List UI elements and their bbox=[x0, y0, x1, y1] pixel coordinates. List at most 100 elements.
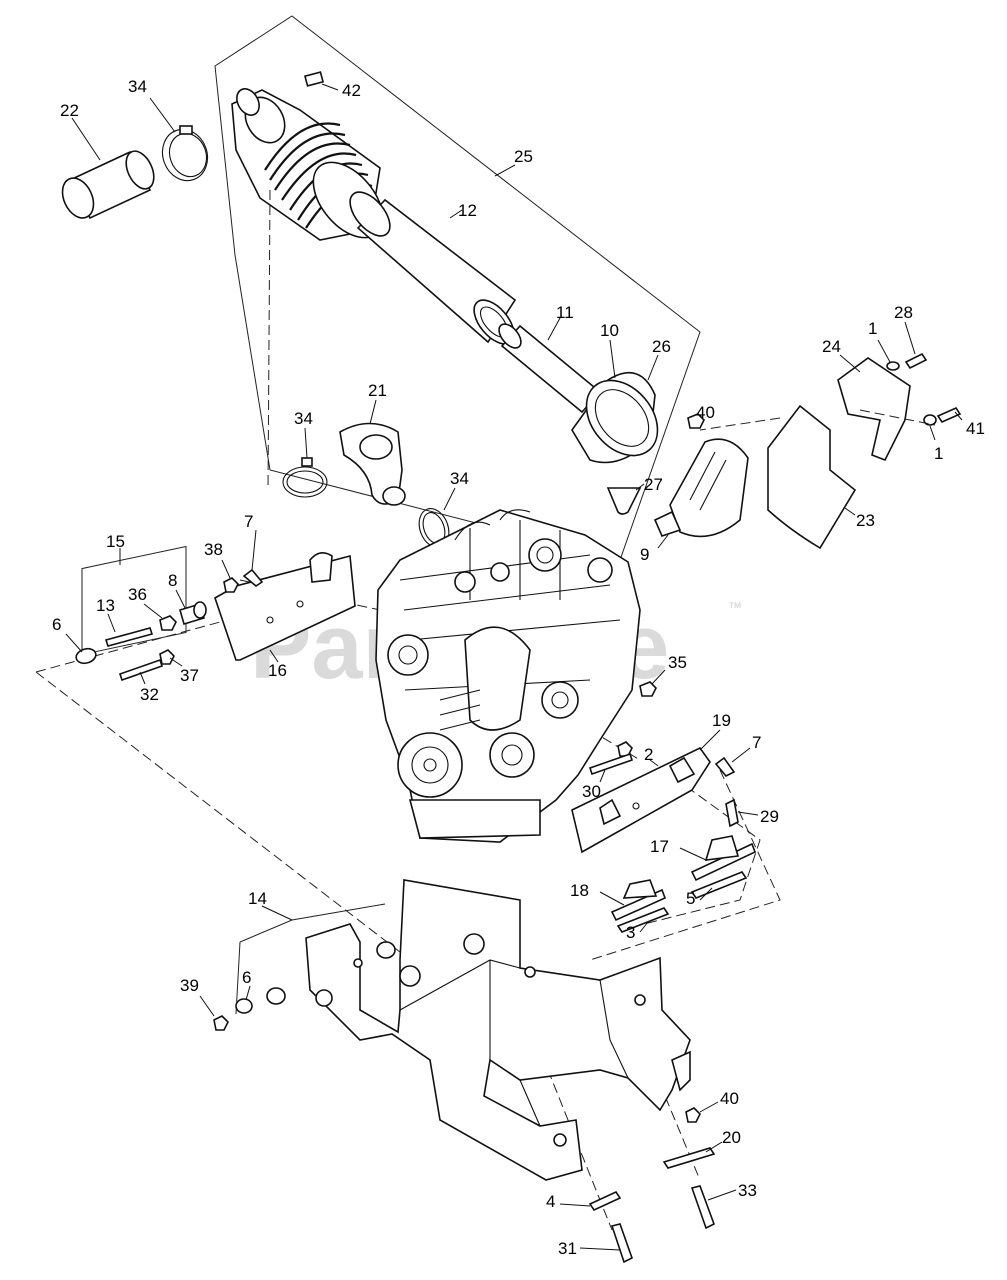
leader-39 bbox=[199, 995, 215, 1017]
callout-29: 29 bbox=[760, 807, 779, 826]
callout-31: 31 bbox=[558, 1239, 577, 1258]
part-1-washer-a bbox=[886, 361, 900, 371]
callout-21: 21 bbox=[368, 381, 387, 400]
leader-10 bbox=[609, 339, 616, 379]
part-15-group-outline bbox=[81, 545, 187, 656]
leader-29 bbox=[737, 811, 759, 816]
callout-41: 41 bbox=[966, 419, 985, 438]
leader-32 bbox=[139, 671, 146, 685]
callout-32: 32 bbox=[140, 685, 159, 704]
callout-36: 36 bbox=[128, 585, 147, 604]
part-spacer-bushing-upper bbox=[376, 941, 396, 959]
callout-27: 27 bbox=[644, 475, 663, 494]
callout-8: 8 bbox=[168, 571, 177, 590]
leader-24 bbox=[839, 354, 861, 373]
callout-9: 9 bbox=[640, 545, 649, 564]
callout-13: 13 bbox=[96, 596, 115, 615]
callout-22: 22 bbox=[60, 101, 79, 120]
leader-23 bbox=[844, 507, 856, 516]
leader-9 bbox=[657, 534, 669, 549]
part-28-bolt bbox=[904, 352, 928, 370]
part-29-bolt bbox=[725, 798, 739, 828]
callout-5: 5 bbox=[686, 889, 695, 908]
callout-17: 17 bbox=[650, 837, 669, 856]
part-19-mount-bracket bbox=[571, 746, 711, 854]
part-32-bolt bbox=[118, 658, 164, 682]
part-37-nut bbox=[159, 649, 175, 665]
part-39-nut bbox=[213, 1015, 229, 1031]
part-11-inner-filter bbox=[498, 323, 602, 414]
watermark-trademark: ™ bbox=[728, 599, 742, 615]
callout-6-left: 6 bbox=[52, 615, 61, 634]
leader-22 bbox=[71, 117, 101, 161]
leader-34c bbox=[443, 487, 456, 511]
callout-18: 18 bbox=[570, 881, 589, 900]
callout-20: 20 bbox=[722, 1128, 741, 1147]
part-36-nut bbox=[159, 615, 177, 631]
callout-33: 33 bbox=[738, 1181, 757, 1200]
part-12-filter-element bbox=[349, 191, 517, 345]
leader-20 bbox=[705, 1141, 723, 1153]
leader-34b bbox=[304, 427, 308, 459]
part-38-nut bbox=[223, 577, 239, 593]
leader-16 bbox=[269, 649, 279, 663]
part-spacer-bushing bbox=[266, 987, 286, 1005]
callout-11: 11 bbox=[556, 303, 574, 322]
part-10-end-cap bbox=[571, 371, 659, 464]
leader-1b bbox=[929, 425, 936, 441]
leader-17 bbox=[679, 847, 707, 861]
leader-5 bbox=[699, 887, 713, 901]
leader-3 bbox=[639, 921, 649, 933]
leader-4 bbox=[559, 1203, 591, 1207]
part-40-nut-lower bbox=[685, 1107, 701, 1123]
part-35-nut bbox=[639, 681, 657, 697]
leader-33 bbox=[707, 1189, 737, 1201]
part-22-intake-hose bbox=[61, 150, 155, 220]
part-8-bushing bbox=[179, 601, 207, 625]
callout-38: 38 bbox=[204, 540, 223, 559]
part-1-washer-b bbox=[923, 414, 937, 426]
dash-line-feet bbox=[619, 759, 761, 931]
leader-6a bbox=[65, 633, 83, 653]
callout-2: 2 bbox=[644, 745, 653, 764]
leader-40b bbox=[699, 1101, 719, 1113]
callout-15: 15 bbox=[106, 532, 125, 551]
part-6-washer-left bbox=[75, 647, 97, 665]
leader-14 bbox=[261, 905, 293, 921]
callout-6-right: 6 bbox=[242, 968, 251, 987]
callout-25: 25 bbox=[514, 147, 533, 166]
leader-19 bbox=[699, 729, 721, 751]
callout-10: 10 bbox=[600, 321, 619, 340]
part-6-washer-right bbox=[235, 998, 253, 1014]
leader-27 bbox=[635, 483, 645, 491]
leader-28 bbox=[904, 321, 916, 355]
part-5-shim bbox=[690, 871, 748, 899]
leader-38 bbox=[221, 559, 231, 579]
callout-37: 37 bbox=[180, 666, 199, 685]
callout-16: 16 bbox=[268, 661, 287, 680]
part-20-shim bbox=[662, 1147, 716, 1169]
part-33-bolt bbox=[690, 1185, 715, 1230]
part-27-valve bbox=[606, 487, 642, 515]
callout-40-lower: 40 bbox=[720, 1089, 739, 1108]
leader-41 bbox=[954, 411, 963, 421]
leader-6b bbox=[245, 985, 251, 1001]
callout-35: 35 bbox=[668, 653, 687, 672]
callout-30: 30 bbox=[582, 782, 601, 801]
part-18-isolator bbox=[610, 879, 667, 922]
callout-40-upper: 40 bbox=[696, 403, 715, 422]
callout-1-lower: 1 bbox=[934, 444, 943, 463]
part-42-clip bbox=[303, 71, 325, 87]
callout-24: 24 bbox=[822, 337, 841, 356]
callout-42: 42 bbox=[342, 81, 361, 100]
part-23-heat-shield bbox=[767, 404, 857, 550]
dash-line-left bbox=[35, 621, 221, 673]
part-40-nut-top bbox=[687, 413, 705, 429]
dash-line-iso bbox=[589, 769, 781, 961]
callout-19: 19 bbox=[712, 711, 731, 730]
leader-30 bbox=[599, 769, 606, 783]
part-9-muffler bbox=[653, 438, 749, 538]
leader-7a bbox=[251, 529, 257, 571]
part-chassis-frame bbox=[305, 879, 691, 1181]
part-3-shim bbox=[616, 907, 670, 933]
